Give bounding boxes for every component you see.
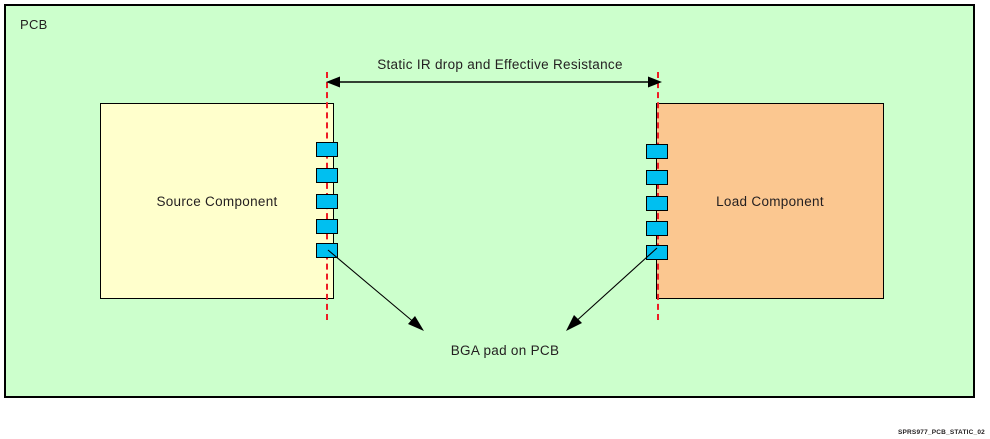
bga-pad-load-2 [646,170,668,185]
source-component-label: Source Component [156,193,278,209]
load-component-box: Load Component [656,103,884,299]
bga-pad-load-1 [646,144,668,159]
bga-pad-source-3 [316,194,338,209]
bga-pad-load-5 [646,245,668,260]
bga-pad-load-4 [646,221,668,236]
bga-pad-source-1 [316,142,338,157]
pcb-label: PCB [20,17,48,32]
bga-pad-source-4 [316,219,338,234]
bga-pad-source-2 [316,168,338,183]
source-component-box: Source Component [100,103,334,299]
load-component-label: Load Component [716,193,824,209]
static-ir-drop-dimension-arrow [326,76,662,88]
dimension-label: Static IR drop and Effective Resistance [377,57,623,72]
bga-pad-callout-label: BGA pad on PCB [450,343,560,358]
bga-pad-load-3 [646,196,668,211]
document-watermark: SPRS977_PCB_STATIC_02 [897,429,985,436]
bga-pad-callout-arrows [327,247,658,331]
